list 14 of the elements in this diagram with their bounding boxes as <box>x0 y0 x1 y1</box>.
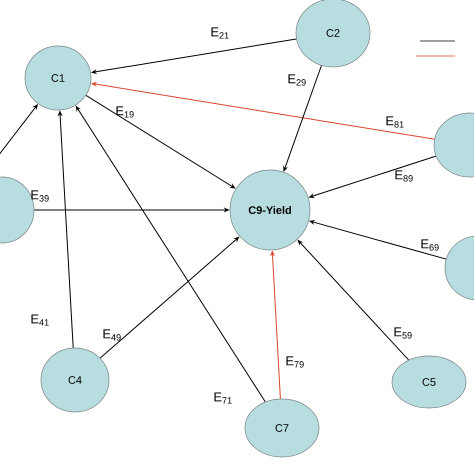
edge-label: E$_{69}$ <box>421 239 439 251</box>
concept-circle <box>444 236 474 300</box>
edge-label: E$_{21}$ <box>211 27 229 39</box>
edge-label: E$_{49}$ <box>103 329 121 341</box>
edge-label: E$_{71}$ <box>214 392 232 404</box>
edge-label: E$_{29}$ <box>288 74 306 86</box>
edge-label: E$_{89}$ <box>395 170 413 182</box>
edge-label: E$_{41}$ <box>31 314 49 326</box>
edge-label: E$_{59}$ <box>394 327 412 339</box>
edge-label: E$_{19}$ <box>116 106 134 118</box>
edge-label: E$_{79}$ <box>286 356 304 368</box>
concept-circle <box>434 112 474 178</box>
edge-label: E$_{81}$ <box>386 116 404 128</box>
edge-label: E$_{39}$ <box>31 190 49 202</box>
